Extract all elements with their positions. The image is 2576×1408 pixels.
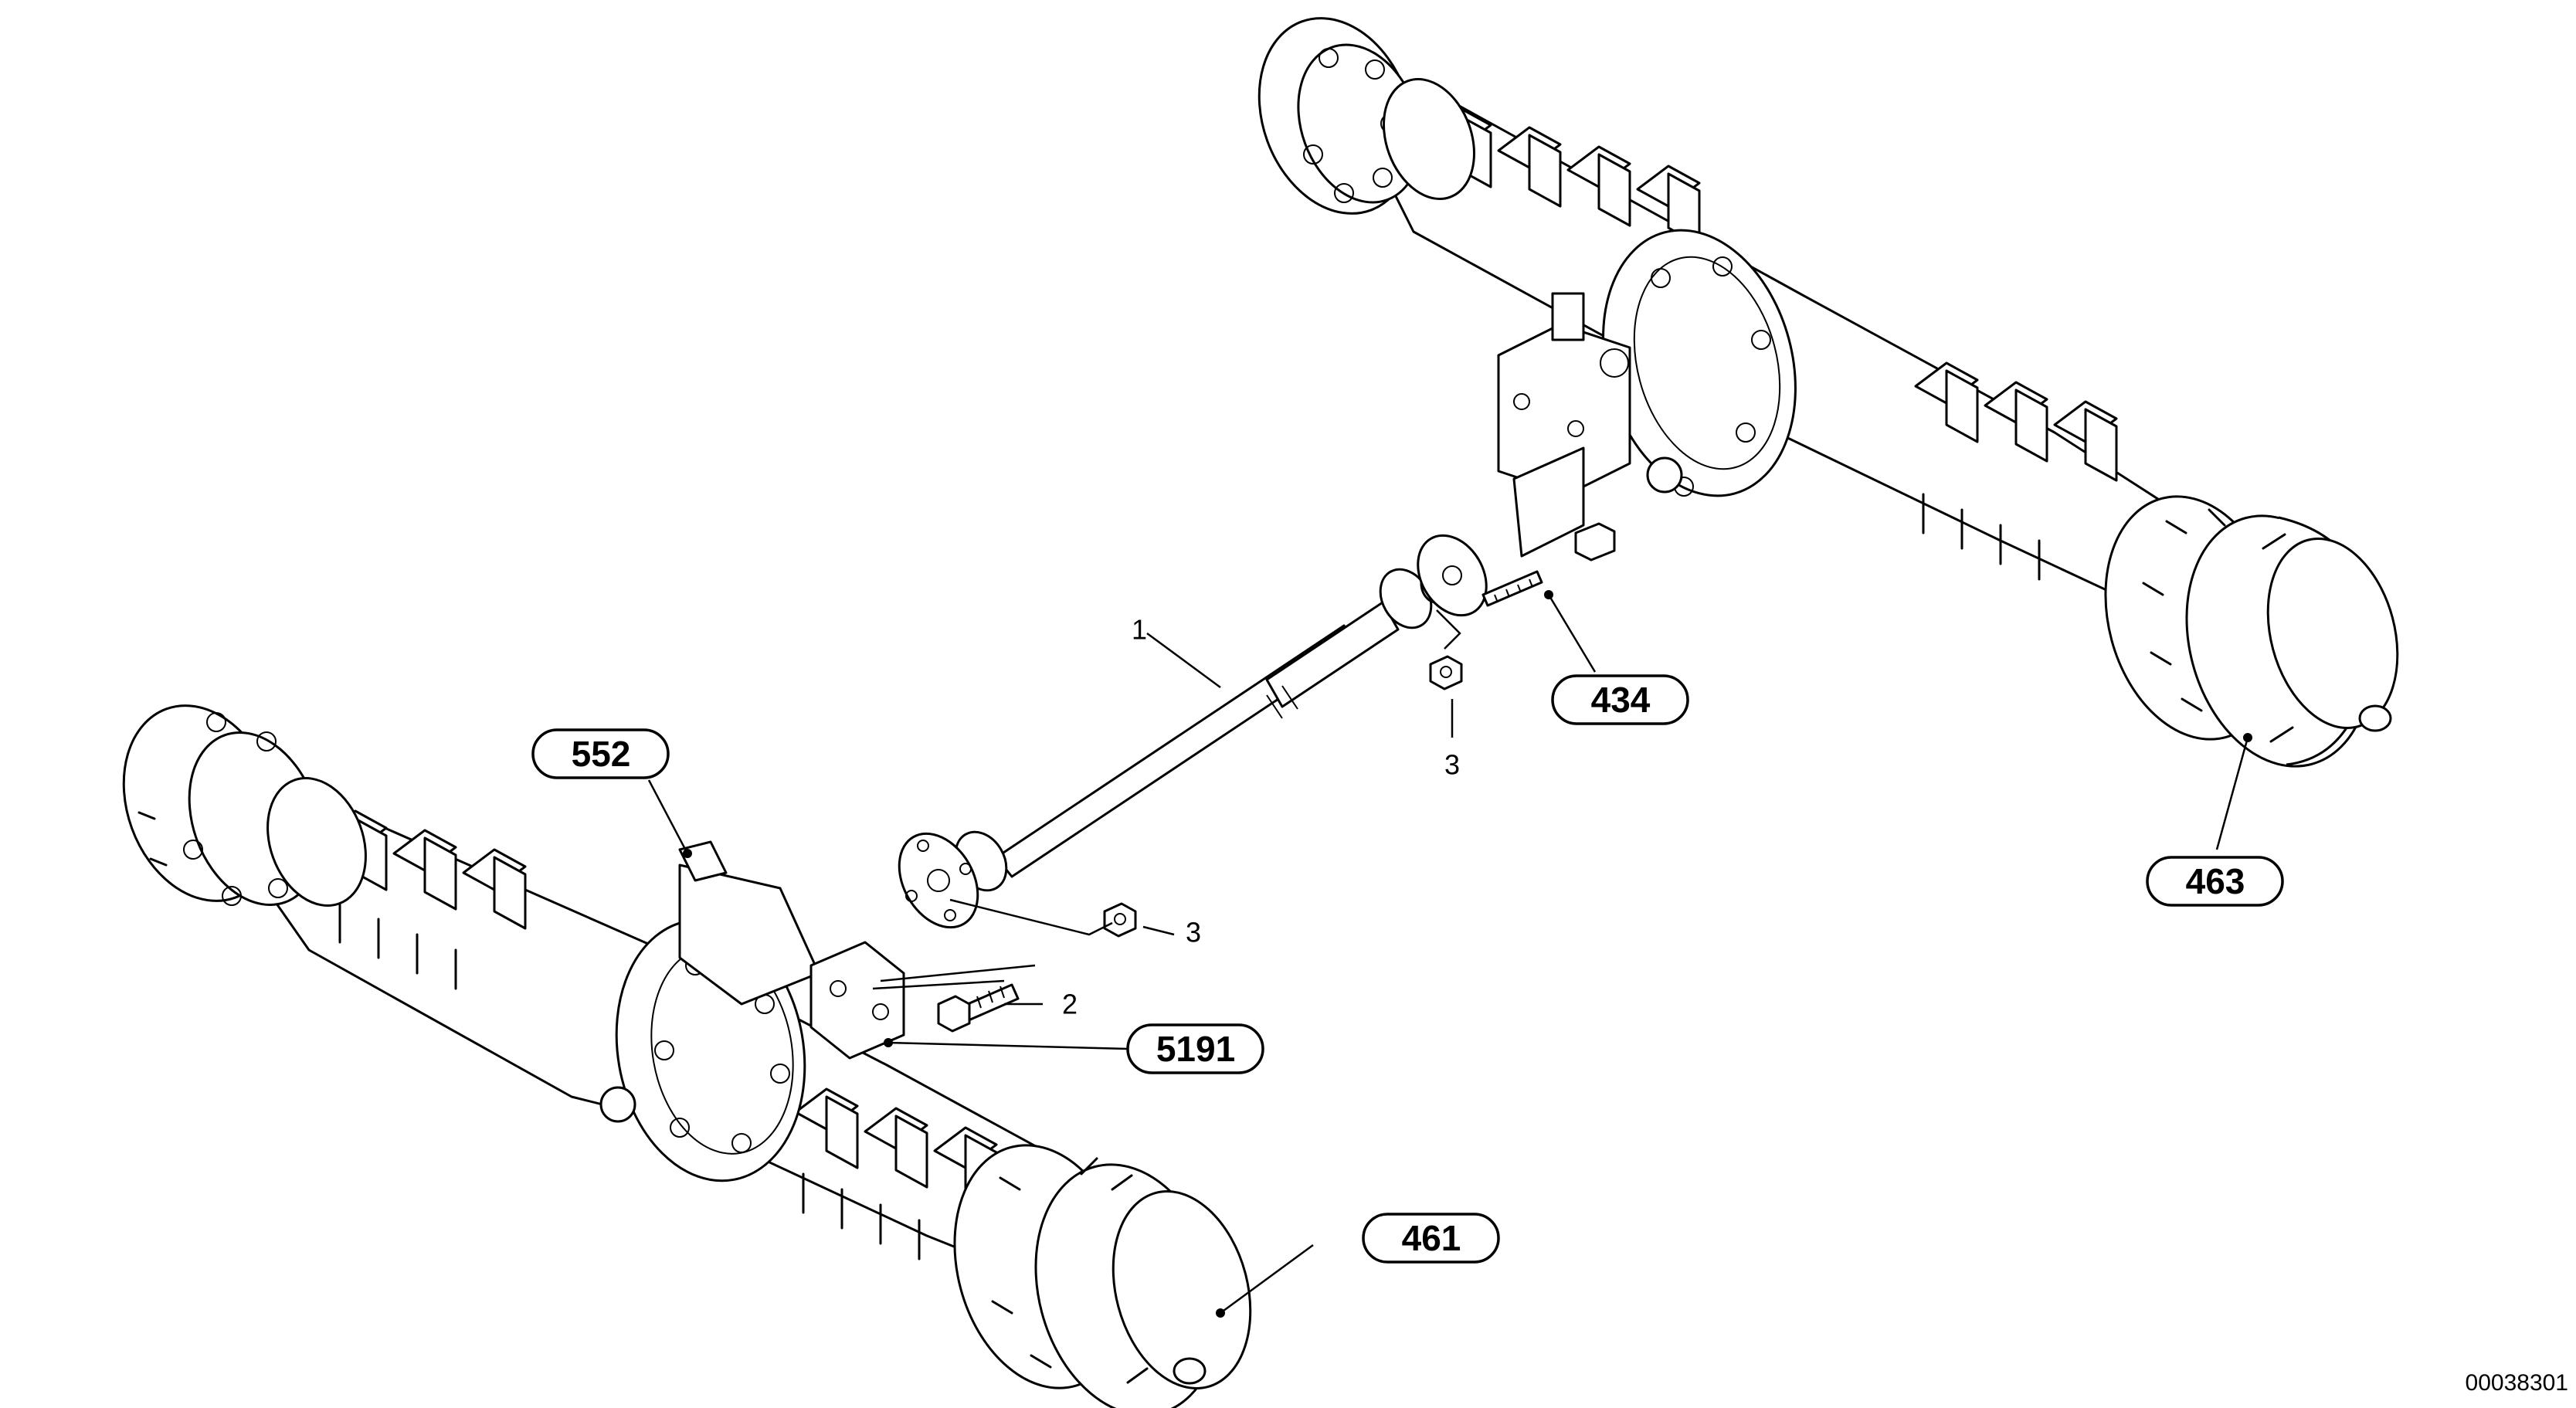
leader-lines	[647, 594, 2249, 1315]
front-flange-block	[809, 941, 905, 1060]
item-number-3-lower: 3	[1186, 917, 1201, 948]
rear-differential	[1602, 229, 1797, 497]
callout-434: 434	[1551, 674, 1689, 725]
nut-part-3-lower	[1103, 902, 1137, 938]
front-left-hub	[122, 704, 367, 907]
drawing-id: 00038301	[2466, 1370, 2568, 1396]
bolt-part-2	[937, 983, 1020, 1033]
end-flange-lower	[898, 832, 979, 929]
front-differential	[599, 840, 820, 1182]
end-flange-upper	[1417, 534, 1488, 617]
item-number-2: 2	[1062, 989, 1078, 1020]
rear-axle-left-fins	[1427, 107, 1701, 246]
nut-part-3-upper	[1429, 655, 1463, 690]
rear-right-hub	[2104, 495, 2399, 768]
rear-axle-right-fins	[1914, 361, 2118, 581]
callout-5191-label: 5191	[1156, 1029, 1235, 1069]
front-axle-right-fins	[794, 1087, 998, 1260]
callout-552-label: 552	[572, 734, 631, 774]
leader-dots	[683, 590, 2252, 1318]
callout-461: 461	[1362, 1213, 1500, 1264]
stud-part-434	[1481, 570, 1543, 607]
rear-hydraulic-block	[1497, 292, 1631, 562]
front-right-hub	[953, 1144, 1252, 1408]
callout-463: 463	[2146, 856, 2284, 907]
rear-axle	[1257, 17, 2399, 768]
callout-434-label: 434	[1591, 680, 1651, 720]
callout-461-label: 461	[1402, 1218, 1461, 1258]
rear-left-hub	[1257, 17, 1475, 215]
item-number-3-upper: 3	[1444, 749, 1460, 781]
item-number-1: 1	[1132, 614, 1147, 646]
callout-5191: 5191	[1126, 1023, 1264, 1074]
front-axle	[122, 704, 1252, 1408]
drive-shaft	[898, 534, 1488, 929]
callout-463-label: 463	[2186, 861, 2245, 901]
callout-552: 552	[531, 728, 670, 779]
